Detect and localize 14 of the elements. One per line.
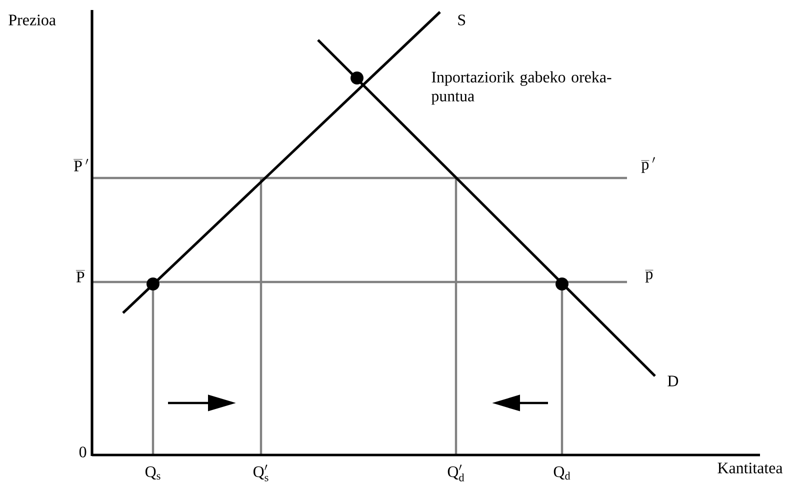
axis-label: Kantitatea [718,462,783,474]
quantity-label: $\mathrm{Q}_{\mathrm{s}}$ [146,466,160,480]
quantity-label: $\mathrm{Q}_{\mathrm{d}}$ [554,466,570,480]
quantity-label: $\mathrm{Q}_{\mathrm{d}}^{\prime}$ [448,464,464,482]
curve-label: S [458,14,466,26]
curve-label: D [668,376,678,386]
tick-label: 0 [79,446,86,458]
price-label: $\overline{\mathrm{P}}\,'$ [74,158,88,172]
quantity-label: $\mathrm{Q}_{\mathrm{s}}^{\prime}$ [253,464,268,482]
price-label: $\overline{\mathrm{P}}$ [76,270,85,282]
annotation-text: Inportaziorik gabeko oreka-puntua [431,71,612,105]
axis-label: Prezioa [8,14,56,26]
price-label: $\overline{\mathrm{p}}$ [645,270,654,282]
price-label: $\overline{\mathrm{p}}\,'$ [641,157,655,173]
